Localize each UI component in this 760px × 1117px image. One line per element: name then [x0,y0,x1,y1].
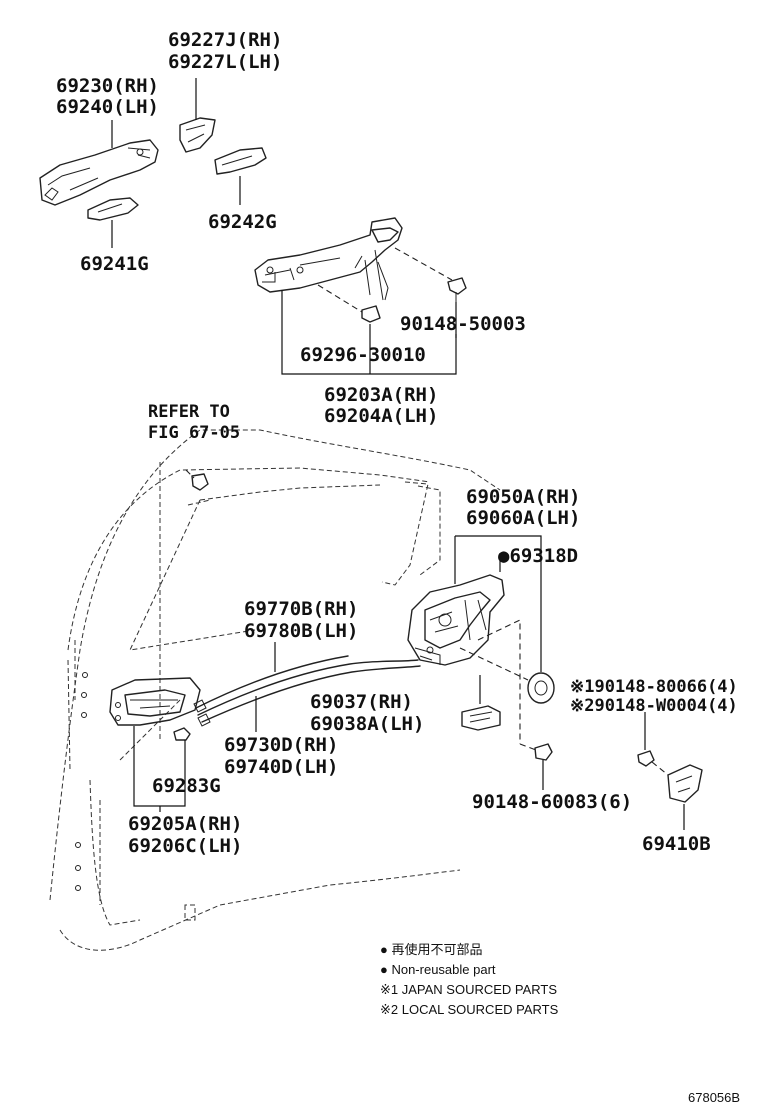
legend-nonreusable-en: ● Non-reusable part [380,962,496,977]
label-69770b-rh: 69770B(RH) [244,598,358,620]
cable-drawing [193,655,421,727]
handle-frame-drawing [254,217,403,301]
label-69780b-lh: 69780B(LH) [244,620,358,642]
label-69740d-lh: 69740D(LH) [224,756,338,778]
label-refer-to: REFER TO [148,402,230,422]
label-69206c-lh: 69206C(LH) [128,835,242,857]
outside-handle-drawing [39,139,159,206]
label-69203a-rh: 69203A(RH) [324,384,438,406]
door-panel-drawing [49,429,501,951]
label-69038a-lh: 69038A(LH) [310,713,424,735]
screw-drawing-30010 [361,305,381,323]
label-69060a-lh: 69060A(LH) [466,507,580,529]
label-69283g: 69283G [152,775,221,797]
seal-drawing-69318 [527,672,555,704]
striker-drawing-69410 [667,764,703,803]
label-69227-rh: 69227J(RH) [168,29,282,51]
label-69242g: 69242G [208,211,277,233]
label-69730d-rh: 69730D(RH) [224,734,338,756]
screw-drawing-60083 [534,743,553,761]
inside-handle-drawing [109,677,201,726]
screw-drawing-80066 [637,750,655,767]
connector-drawing-69037 [461,705,501,731]
label-69318d: ●69318D [498,545,578,567]
label-69204a-lh: 69204A(LH) [324,405,438,427]
label-69037-rh: 69037(RH) [310,691,413,713]
label-90148-w0004: ※290148-W0004(4) [570,696,738,716]
label-69205a-rh: 69205A(RH) [128,813,242,835]
pad-drawing-69242 [214,147,267,175]
label-69227-lh: 69227L(LH) [168,51,282,73]
label-69240-lh: 69240(LH) [56,96,159,118]
label-69410b: 69410B [642,833,711,855]
legend-nonreusable-jp: ● 再使用不可部品 [380,942,482,957]
handle-pad-drawing [87,197,139,221]
label-refer-fig: FIG 67-05 [148,423,240,443]
label-90148-50003: 90148-50003 [400,313,526,335]
legend-local-sourced: ※2 LOCAL SOURCED PARTS [380,1002,559,1017]
label-69241g: 69241G [80,253,149,275]
label-90148-60083: 90148-60083(6) [472,791,632,813]
figure-id: 678056B [688,1090,740,1105]
label-90148-80066: ※190148-80066(4) [570,677,738,697]
screw-drawing-50003 [447,277,467,302]
legend-japan-sourced: ※1 JAPAN SOURCED PARTS [380,982,557,997]
label-69050a-rh: 69050A(RH) [466,486,580,508]
label-69296-30010: 69296-30010 [300,344,426,366]
label-69230-rh: 69230(RH) [56,75,159,97]
door-lock-drawing [407,574,505,666]
clip-drawing-69283 [173,727,191,741]
cover-drawing-69227 [179,117,216,153]
screw-drawing-refer [185,469,209,491]
